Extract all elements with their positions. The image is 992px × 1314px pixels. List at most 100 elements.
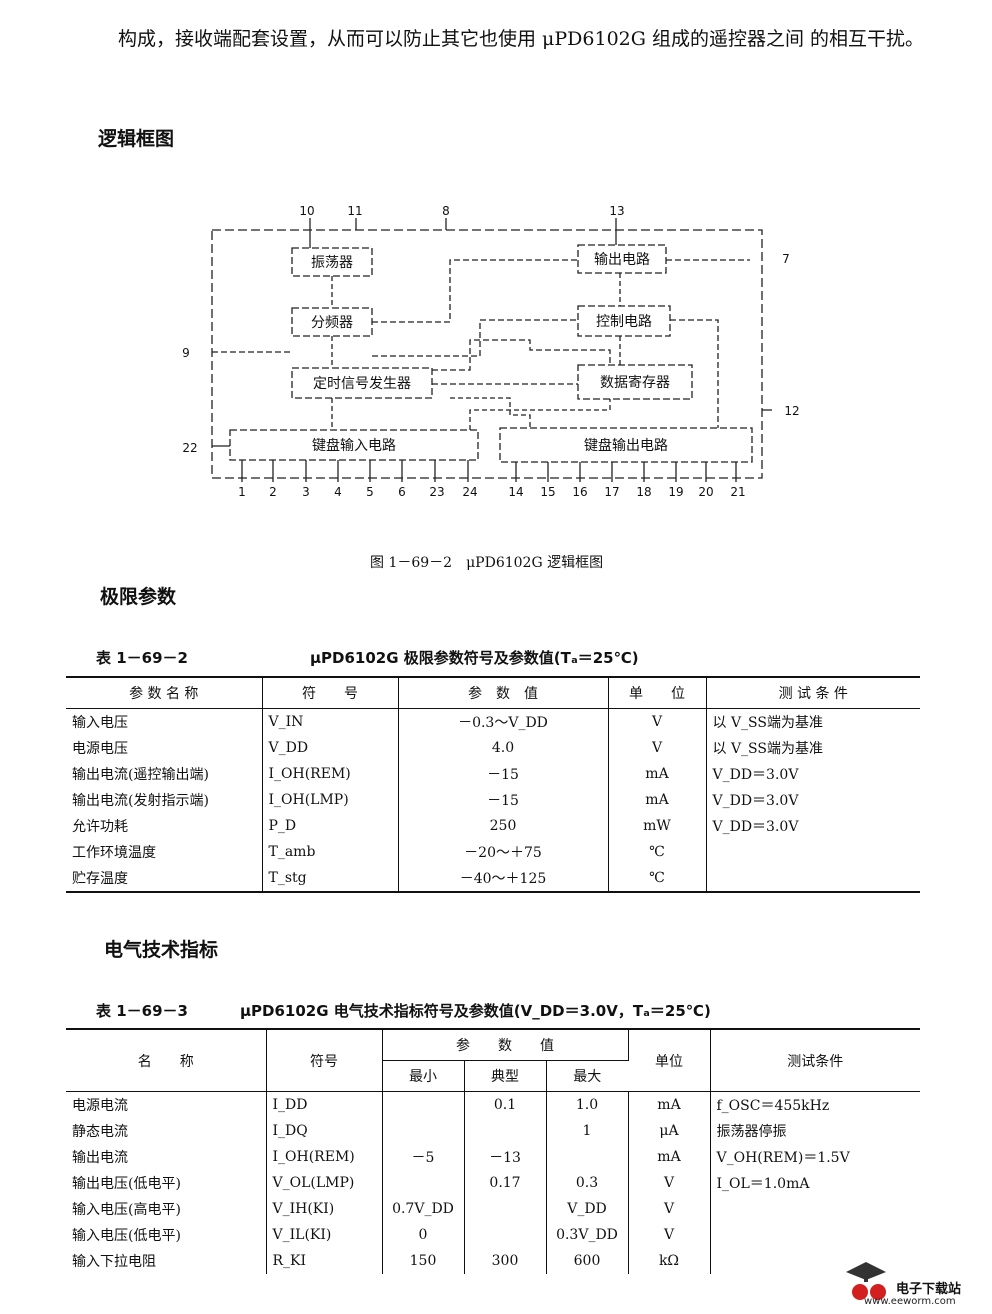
cell-symbol: V_OL(LMP) [266,1170,383,1196]
cell-name: 输入下拉电阻 [66,1248,267,1274]
section-heading-electrical: 电气技术指标 [104,939,219,961]
cell-symbol: V_DD [262,735,399,761]
pin-bottom: 16 [572,485,587,499]
cell-value: －15 [398,761,609,787]
table-row: 静态电流 I_DQ 1 μA 振荡器停振 [66,1118,920,1144]
table-row: 输出电流(发射指示端) I_OH(LMP) －15 mA V_DD＝3.0V [66,787,920,813]
table-header-row: 参 数 名 称 符 号 参 数 值 单 位 测 试 条 件 [66,677,920,709]
electrical-specs-table: 名 称 符号 参 数 值 单位 测试条件 最小 典型 最大 电源电流 I_DD … [66,1028,920,1274]
cell-min: 0 [382,1222,465,1248]
block-oscillator [291,247,373,277]
label-output: 输出电路 [594,252,650,268]
cell-value: －40～＋125 [398,865,609,892]
pin-bottom: 4 [334,485,342,499]
cell-value: 250 [398,813,609,839]
pin-11: 11 [347,204,362,218]
cell-unit: V [608,708,707,735]
pin-bottom: 23 [429,485,444,499]
cell-name: 贮存温度 [66,865,263,892]
cell-value: －15 [398,787,609,813]
pin-10: 10 [299,204,314,218]
cell-symbol: P_D [262,813,399,839]
cell-condition: V_DD＝3.0V [712,819,799,835]
cell-unit: V [628,1222,711,1248]
label-key-input: 键盘输入电路 [312,437,396,454]
cell-name: 工作环境温度 [66,839,263,865]
cell-unit: ℃ [608,865,707,892]
pin-12: 12 [784,404,799,418]
label-key-output: 键盘输出电路 [584,437,668,454]
table-row: 输入电压(高电平) V_IH(KI) 0.7V_DD V_DD V [66,1196,920,1222]
cell-condition [710,1196,920,1222]
cell-unit: ℃ [608,839,707,865]
cell-unit: mA [628,1144,711,1170]
header-cell: 测 试 条 件 [706,677,920,709]
block-output [577,244,667,274]
cell-symbol: T_amb [262,839,399,865]
pin-7: 7 [782,252,790,266]
pin-bottom: 17 [604,485,619,499]
cell-max: V_DD [546,1196,629,1222]
header-params: 参 数 值 [382,1029,629,1061]
cell-typ [464,1118,547,1144]
table2-title: μPD6102G 电气技术指标符号及参数值(V_DD＝3.0V，Tₐ＝25℃) [240,1002,711,1020]
cell-name: 电源电压 [66,735,263,761]
cell-min [382,1091,465,1118]
limit-parameters-table: 参 数 名 称 符 号 参 数 值 单 位 测 试 条 件 输入电压 V_IN … [66,676,920,893]
cell-min [382,1118,465,1144]
cell-condition: 以 V_SS端为基准 [712,741,824,757]
cell-typ: －13 [464,1144,547,1170]
table-row: 输入电压 V_IN －0.3～V_DD V 以 V_SS端为基准 [66,708,920,735]
cell-symbol: T_stg [262,865,399,892]
table-row: 工作环境温度 T_amb －20～＋75 ℃ [66,839,920,865]
table1-label: 表 1－69－2 [96,649,188,667]
pin-13: 13 [609,204,624,218]
cell-name: 静态电流 [66,1118,267,1144]
cell-symbol: I_OH(REM) [266,1144,383,1170]
pin-bottom: 14 [508,485,523,499]
cell-symbol: I_OH(REM) [262,761,399,787]
cell-name: 输入电压(低电平) [66,1222,267,1248]
cell-max: 600 [546,1248,629,1274]
header-unit: 单位 [628,1029,711,1092]
header-typ: 典型 [464,1060,547,1092]
mortarboard-icon [846,1262,886,1300]
block-timing [291,367,433,399]
cell-typ [464,1196,547,1222]
cell-symbol: V_IL(KI) [266,1222,383,1248]
cell-min: 0.7V_DD [382,1196,465,1222]
block-key-output [499,427,753,463]
cell-max [546,1144,629,1170]
table-row: 允许功耗 P_D 250 mW V_DD＝3.0V [66,813,920,839]
label-timing: 定时信号发生器 [313,376,411,392]
pin-8: 8 [442,204,450,218]
table-row: 输入电压(低电平) V_IL(KI) 0 0.3V_DD V [66,1222,920,1248]
cell-min [382,1170,465,1196]
cell-condition: I_OL＝1.0mA [716,1176,810,1192]
section-heading-limits: 极限参数 [100,586,177,608]
cell-typ [464,1222,547,1248]
watermark-url: www.eeworm.com [864,1296,956,1307]
intro-paragraph: 构成，接收端配套设置，从而可以防止其它也使用 μPD6102G 组成的遥控器之间… [118,28,925,50]
cell-unit: mA [608,787,707,813]
cell-symbol: I_OH(LMP) [262,787,399,813]
cell-typ: 0.17 [464,1170,547,1196]
table-row: 输出电压(低电平) V_OL(LMP) 0.17 0.3 V I_OL＝1.0m… [66,1170,920,1196]
cell-condition: f_OSC＝455kHz [716,1098,830,1114]
pin-bottom: 5 [366,485,374,499]
label-data-register: 数据寄存器 [600,374,670,391]
cell-max: 0.3V_DD [546,1222,629,1248]
header-condition: 测试条件 [710,1029,920,1092]
watermark-brand: 电子下载站 [896,1282,962,1297]
header-cell: 参 数 值 [398,677,609,709]
pin-bottom: 3 [302,485,310,499]
table-row: 输出电流(遥控输出端) I_OH(REM) －15 mA V_DD＝3.0V [66,761,920,787]
section-heading-logic: 逻辑框图 [98,128,175,150]
cell-name: 输出电流(遥控输出端) [66,761,263,787]
cell-max: 1.0 [546,1091,629,1118]
cell-symbol: I_DD [266,1091,383,1118]
header-name: 名 称 [66,1029,267,1092]
cell-condition: V_DD＝3.0V [712,793,799,809]
cell-value: 4.0 [398,735,609,761]
cell-condition [710,1222,920,1248]
